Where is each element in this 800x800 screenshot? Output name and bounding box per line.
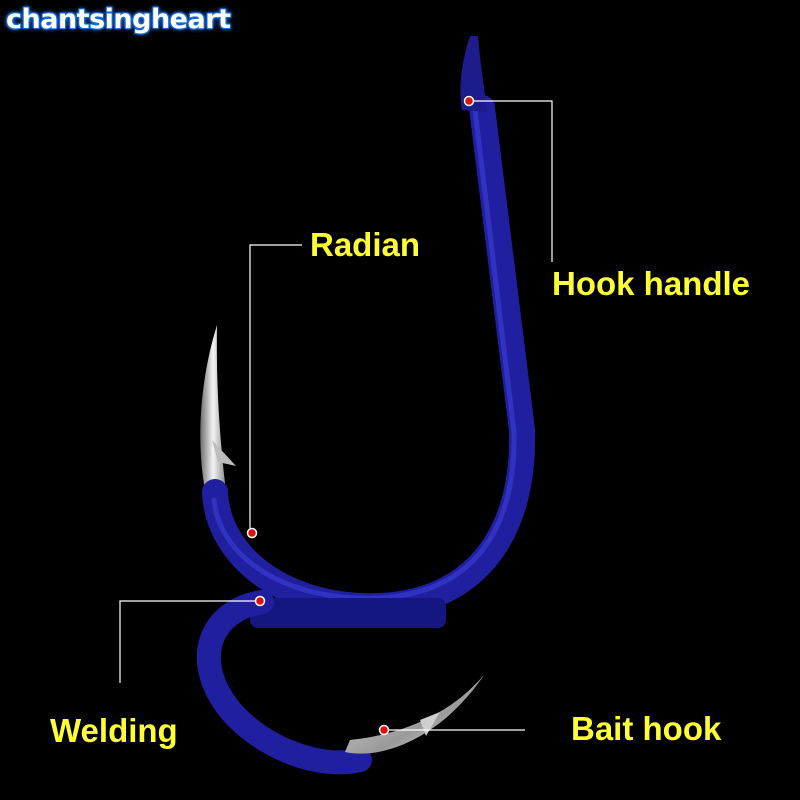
marker-dot-hook-handle bbox=[463, 95, 475, 107]
marker-dot-radian bbox=[246, 527, 258, 539]
main-hook-barb bbox=[212, 440, 236, 466]
label-hook-handle: Hook handle bbox=[552, 265, 751, 302]
marker-dots bbox=[246, 95, 475, 736]
bait-hook-point bbox=[345, 675, 484, 754]
brand-logo: chantsingheart bbox=[6, 4, 231, 35]
marker-dot-welding bbox=[254, 595, 266, 607]
label-bait-hook: Bait hook bbox=[571, 710, 722, 747]
leader-line-radian bbox=[249, 244, 302, 533]
leader-line-welding bbox=[119, 600, 258, 683]
main-hook-point bbox=[200, 325, 226, 492]
welding-collar bbox=[250, 598, 446, 628]
marker-dot-bait-hook bbox=[378, 724, 390, 736]
leader-line-hook-handle bbox=[469, 100, 553, 262]
bait-hook-body bbox=[196, 590, 372, 775]
label-radian: Radian bbox=[310, 226, 421, 263]
hook-handle-eye bbox=[460, 36, 488, 112]
leader-lines bbox=[119, 100, 553, 731]
label-welding: Welding bbox=[50, 712, 178, 749]
main-hook-body bbox=[202, 95, 536, 620]
main-hook-highlight bbox=[211, 107, 517, 601]
